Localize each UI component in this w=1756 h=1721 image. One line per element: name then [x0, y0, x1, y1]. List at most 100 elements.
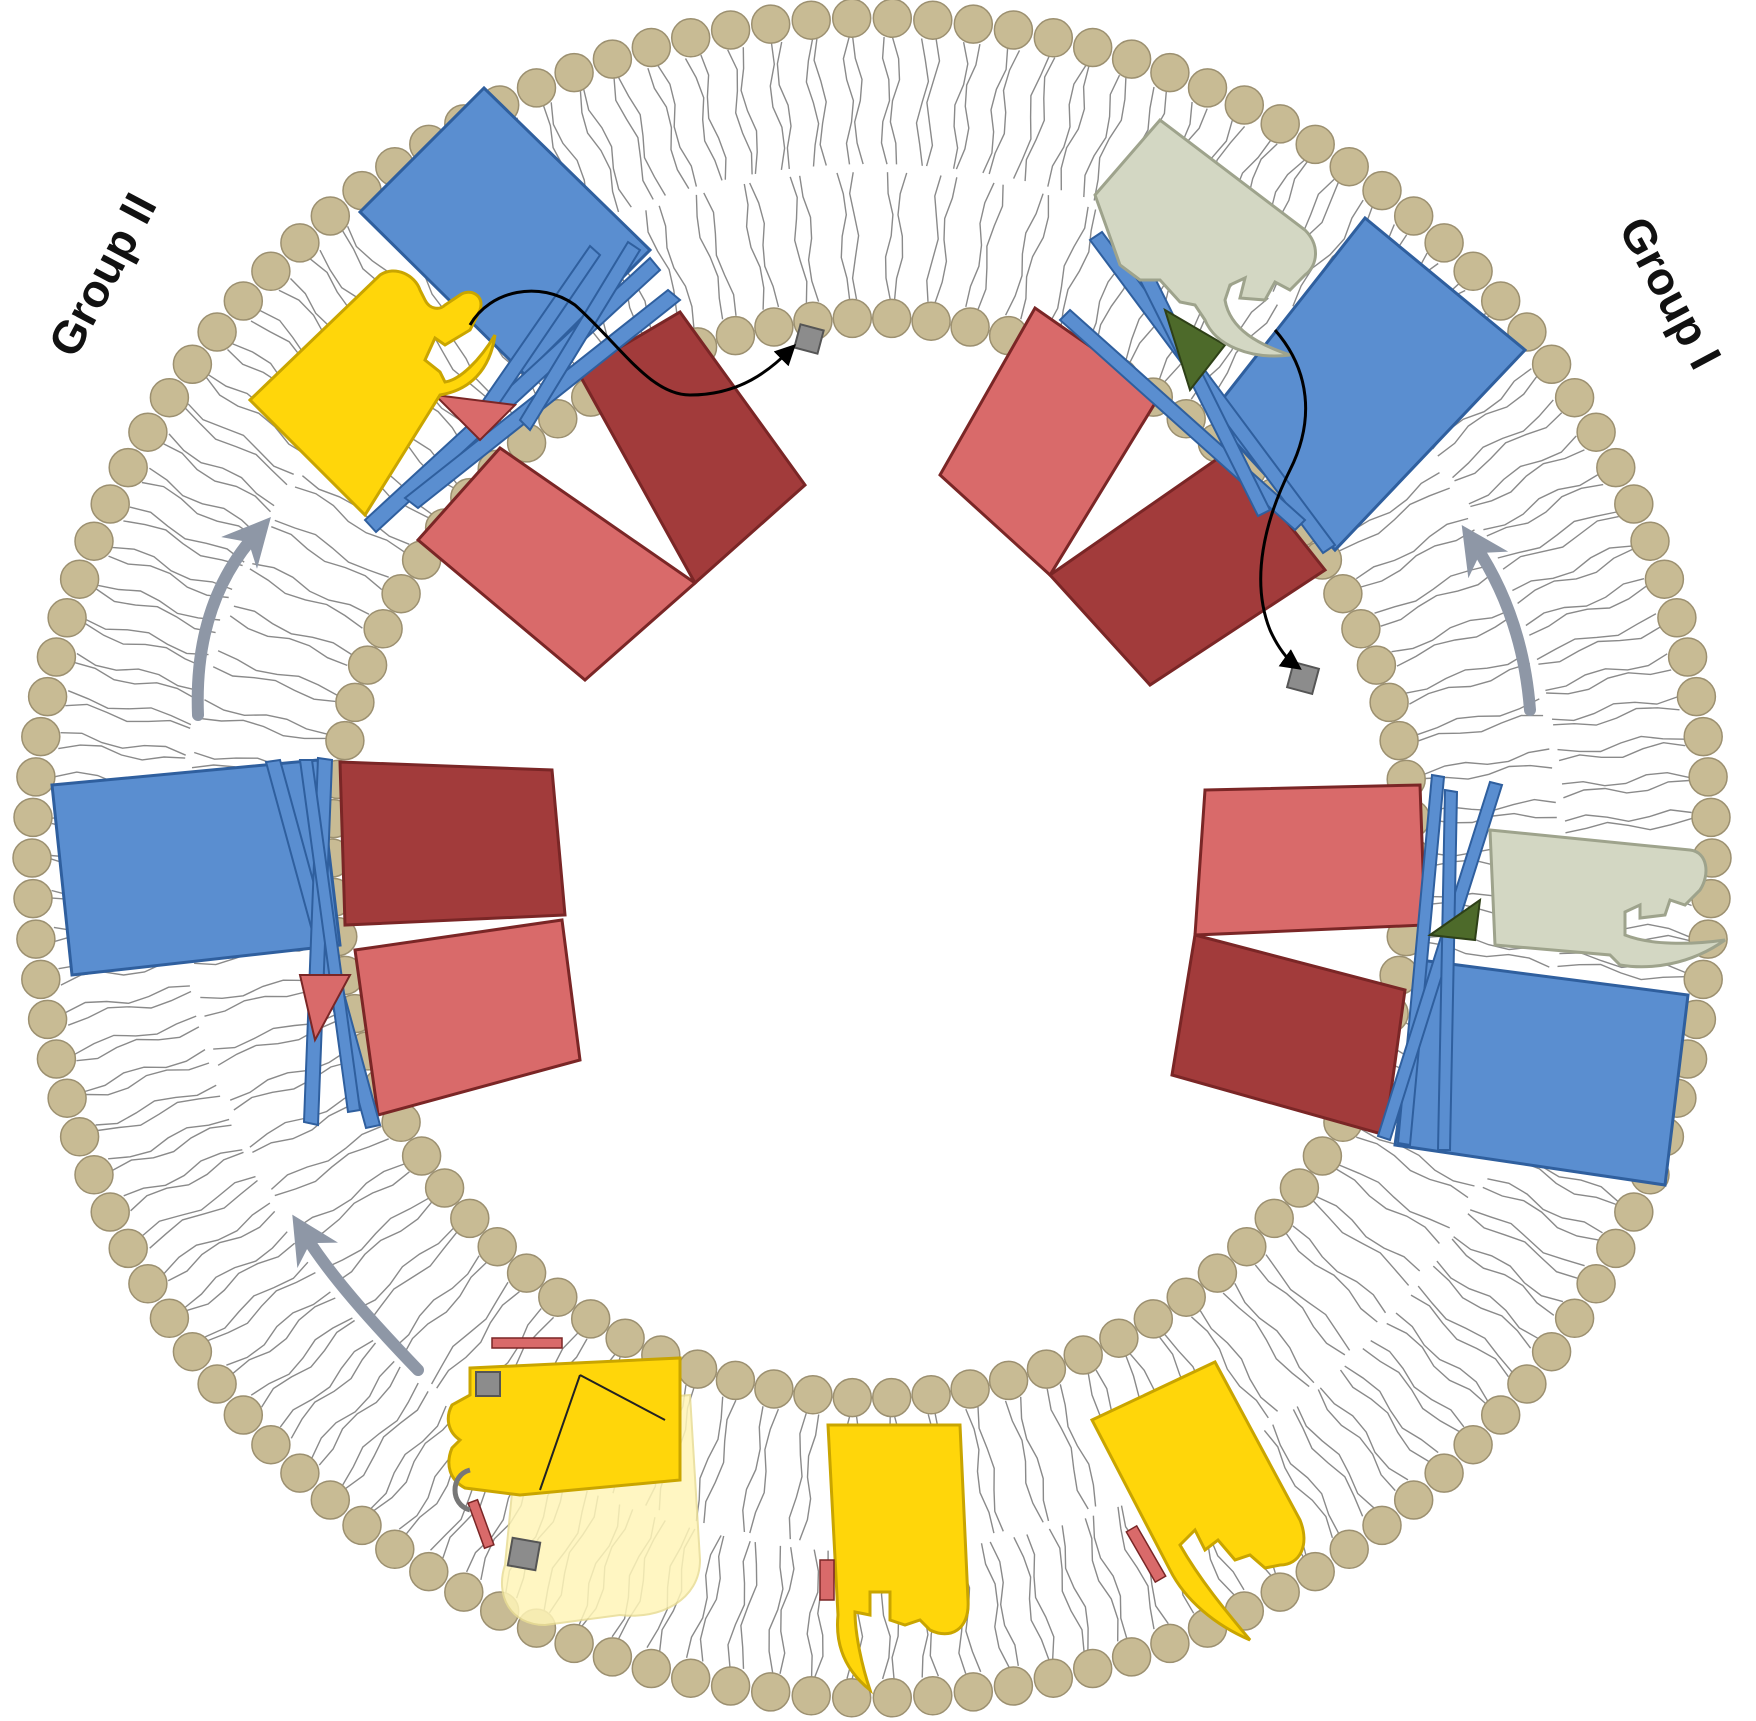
lipid-head: [1393, 196, 1434, 236]
bottom-center-yellow-protein: [819, 1423, 970, 1695]
lipid-head: [953, 1672, 994, 1712]
lipid-tail: [1553, 707, 1680, 726]
lipid-tail: [95, 588, 216, 634]
lipid-head: [1033, 18, 1074, 58]
lipid-tail: [1395, 1312, 1489, 1402]
lipid-head: [1676, 676, 1717, 717]
lipid-head: [197, 1364, 237, 1404]
bottom-right-yellow-protein: [1089, 1360, 1306, 1642]
lipid-tail: [294, 486, 405, 553]
fold-line: [539, 1374, 581, 1491]
lipid-tail: [1536, 613, 1657, 661]
lipid-tail: [1551, 696, 1678, 722]
lipid-tail: [95, 1084, 217, 1126]
lipid-head: [554, 1623, 594, 1664]
lipid-tail: [788, 1412, 807, 1540]
lipid-tail: [965, 182, 995, 308]
lipid-tail: [700, 54, 727, 180]
lipid-head: [1596, 447, 1636, 488]
lipid-head: [871, 298, 912, 339]
lipid-head: [554, 52, 594, 93]
lipid-head: [1072, 27, 1113, 68]
lipid-head: [1683, 959, 1723, 1000]
lipid-tail: [1316, 1196, 1421, 1272]
lipid-tail: [1418, 714, 1544, 742]
lipid-tail: [934, 177, 958, 303]
lipid-tail: [727, 49, 753, 175]
lipid-tail: [229, 1050, 348, 1101]
lipid-head: [342, 1505, 382, 1546]
lipid-tail: [141, 481, 257, 539]
lipid-head: [1279, 1168, 1320, 1208]
lipid-head: [1323, 573, 1363, 614]
lipid-tail: [1004, 193, 1044, 316]
lipid-head: [1133, 1299, 1174, 1339]
lipid-tail: [805, 39, 820, 167]
lipid-tail: [1386, 1322, 1487, 1405]
lipid-tail: [1563, 779, 1690, 799]
lipid-tail: [168, 433, 275, 507]
lipid-tail: [67, 990, 192, 1026]
lipid-head: [710, 10, 751, 50]
lipid-tail: [743, 183, 765, 310]
lipid-head: [1691, 797, 1731, 838]
lipid-tail: [1564, 809, 1692, 823]
lipid-tail: [226, 1291, 331, 1366]
lipid-tail: [1409, 662, 1531, 705]
lipid-tail: [1024, 57, 1056, 182]
lipid-head: [1480, 281, 1521, 321]
lipid-head: [149, 377, 190, 418]
lipid-tail: [977, 1406, 1004, 1532]
lipid-head: [1033, 1658, 1074, 1698]
lipid-head: [872, 1678, 913, 1718]
lipid-head: [325, 720, 365, 761]
lipid-head: [832, 298, 873, 339]
lipid-tail: [1336, 1168, 1440, 1244]
lipid-tail: [685, 1535, 722, 1658]
lipid-tail: [123, 520, 243, 567]
lipid-tail: [367, 1231, 458, 1324]
lipid-tail: [1391, 608, 1512, 653]
lipid-tail: [893, 172, 908, 300]
bottom-left-yellow-protein-complex: [446, 1337, 702, 1627]
lipid-tail: [740, 1542, 758, 1669]
lipid-head: [993, 1666, 1034, 1706]
lipid-tail: [769, 43, 786, 171]
lipid-head: [1111, 1637, 1152, 1677]
lipid-head: [754, 307, 794, 347]
lipid-head: [1362, 1505, 1402, 1546]
lipid-head: [16, 919, 56, 959]
lipid-head: [1576, 1264, 1616, 1304]
lipid-tail: [1467, 1213, 1578, 1279]
lipid-head: [1166, 1277, 1206, 1317]
lipid-head: [715, 315, 756, 356]
lipid-tail: [67, 690, 192, 726]
lipid-tail: [1487, 1178, 1603, 1234]
dark-red-domain: [338, 760, 567, 927]
lipid-tail: [1561, 771, 1690, 787]
lipid-tail: [163, 1202, 271, 1275]
lipid-tail: [1339, 1369, 1430, 1462]
lipid-head: [913, 1676, 953, 1716]
lipid-tail: [65, 703, 191, 729]
lipid-head: [538, 1277, 578, 1317]
lipid-tail: [1405, 652, 1528, 694]
lipid-head: [605, 1318, 645, 1358]
lipid-head: [831, 1678, 872, 1718]
lipid-head: [1111, 39, 1152, 79]
lipid-head: [631, 1648, 672, 1689]
lipid-tail: [695, 194, 724, 320]
lipid-tail: [1546, 669, 1672, 695]
lipid-tail: [1059, 209, 1097, 332]
lipid-tail: [806, 1549, 820, 1677]
lipid-tail: [1529, 585, 1648, 636]
lipid-head: [424, 1168, 465, 1208]
lipid-tail: [1026, 1534, 1055, 1659]
lipid-tail: [965, 1408, 995, 1534]
lipid-head: [993, 10, 1034, 50]
lipid-head: [1026, 1349, 1067, 1389]
lipid-head: [670, 18, 711, 58]
lipid-head: [74, 521, 114, 561]
lipid-head: [871, 1377, 912, 1418]
green-wedge: [1163, 307, 1227, 393]
